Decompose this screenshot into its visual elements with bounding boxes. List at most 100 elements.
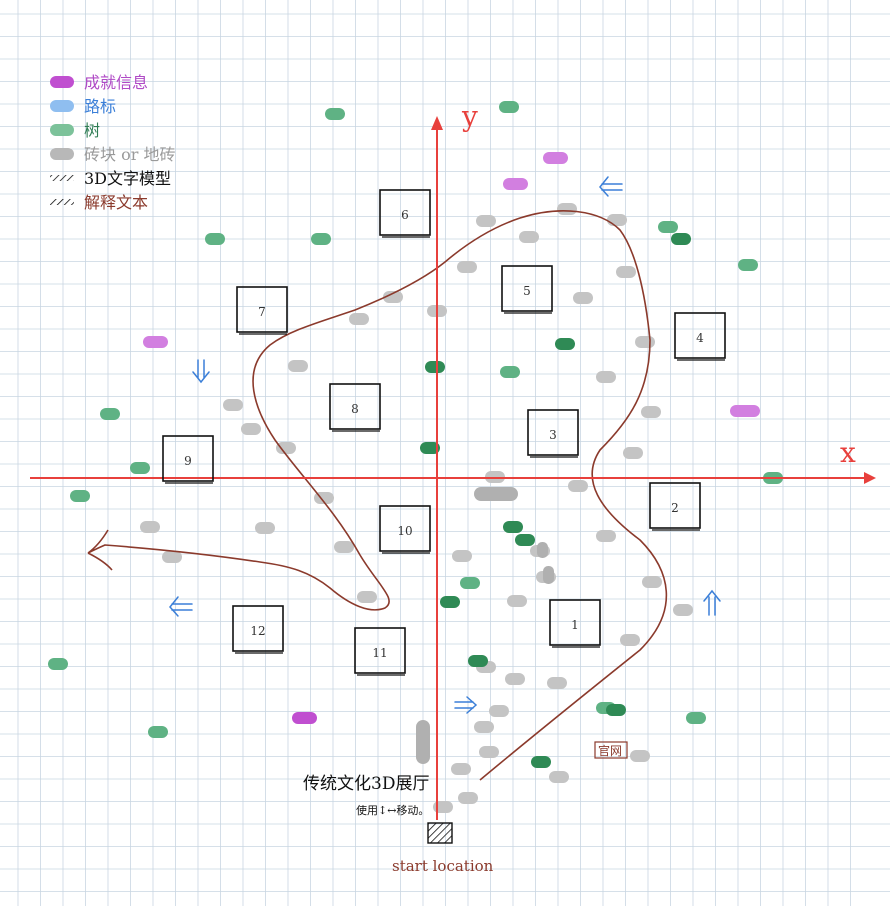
room-box-7: 7 [236,286,288,335]
tree-marker [48,658,68,670]
tree-marker [311,233,331,245]
legend-label: 路标 [84,97,116,116]
room-box-8: 8 [329,383,381,432]
tree-marker [460,577,480,589]
legend-swatch [50,199,74,205]
legend-item: 解释文本 [50,193,148,212]
room-number: 1 [571,618,579,632]
room-box-12: 12 [232,605,284,654]
room-number: 12 [250,624,265,638]
controls-note: 使用↕↔移动。 [356,804,429,817]
direction-arrows [169,176,721,714]
y-axis-arrowhead [431,116,443,130]
brick-tiles [140,203,693,813]
arrow-down-icon [192,359,210,384]
brick-tile [452,550,472,562]
brick-tile [476,215,496,227]
room-box-3: 3 [527,409,579,458]
arrow-right-icon [454,696,478,714]
achievement-marker [503,178,528,190]
room-number: 5 [523,284,531,298]
legend-item: 树 [50,121,100,140]
brick-tile [537,542,548,558]
brick-tile [162,551,182,563]
room-number: 2 [671,501,679,515]
achievement-marker [730,405,760,417]
legend-label: 3D文字模型 [84,169,171,188]
tree-marker [500,366,520,378]
room-box-10: 10 [379,505,431,554]
tree-marker [425,361,445,373]
legend-label: 成就信息 [84,73,148,92]
brick-tile [357,591,377,603]
tree-marker [531,756,551,768]
brick-tile [607,214,627,226]
tree-markers [48,101,783,768]
brick-tile [241,423,261,435]
brick-tile [519,231,539,243]
website-label: 官网 [598,743,622,758]
legend-item: 路标 [50,97,116,116]
tour-route-line [87,210,668,781]
tree-marker [503,521,523,533]
legend-item: 砖块 or 地砖 [50,145,175,164]
brick-tile [140,521,160,533]
brick-tile [255,522,275,534]
room-number: 9 [184,454,192,468]
tree-marker [686,712,706,724]
achievement-marker [543,152,568,164]
brick-tile [641,406,661,418]
legend-swatch [50,148,74,160]
achievement-marker [143,336,168,348]
arrow-left-icon [169,596,193,617]
tree-marker [555,338,575,350]
legend-item: 3D文字模型 [50,169,171,188]
room-box-1: 1 [549,599,601,648]
legend-swatch [50,175,74,181]
tree-marker [468,655,488,667]
brick-tile [276,442,296,454]
brick-tile [630,750,650,762]
brick-tile [489,705,509,717]
room-box-4: 4 [674,312,726,361]
brick-tile [479,746,499,758]
brick-tile [623,447,643,459]
tree-marker [499,101,519,113]
room-box-5: 5 [501,265,553,314]
legend-swatch [50,100,74,112]
room-number: 7 [258,305,266,319]
brick-tile [620,634,640,646]
arrow-left-icon [599,176,623,197]
x-axis-arrowhead [864,472,876,484]
brick-tile [635,336,655,348]
brick-tile [474,487,518,501]
achievement-marker [292,712,317,724]
tree-marker [70,490,90,502]
start-location-label: start location [392,857,494,875]
tree-marker [130,462,150,474]
brick-tile [573,292,593,304]
brick-tile [673,604,693,616]
achievement-markers [143,152,760,724]
brick-tile [507,595,527,607]
room-box-11: 11 [354,627,406,676]
tree-marker [205,233,225,245]
start-location-marker [427,822,453,844]
legend-swatch [50,124,74,136]
brick-tile [543,566,554,584]
room-box-6: 6 [379,189,431,238]
tree-marker [325,108,345,120]
room-number: 8 [351,402,359,416]
brick-tile [547,677,567,689]
room-number: 4 [696,331,704,345]
room-box-9: 9 [162,435,214,484]
exhibit-title-note: 传统文化3D展厅 [303,774,429,794]
room-number: 3 [549,428,557,442]
y-axis-label: y [461,100,478,133]
brick-tile [549,771,569,783]
